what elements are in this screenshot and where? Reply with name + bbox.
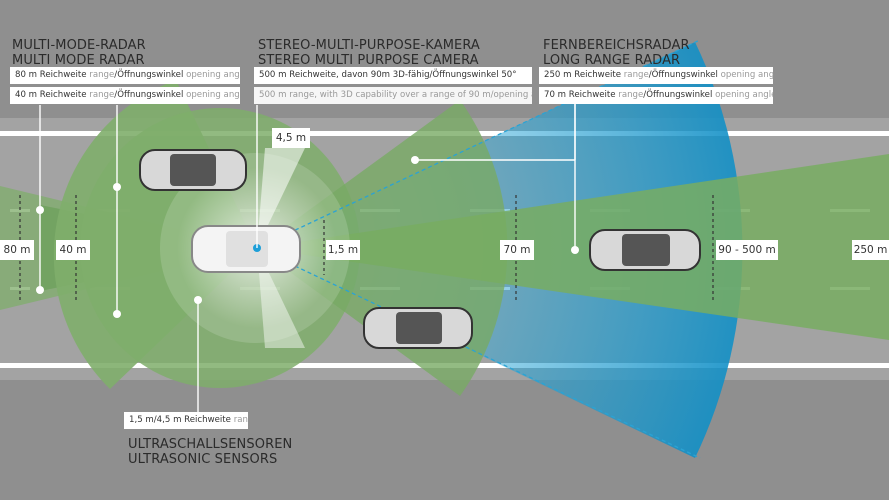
spec-en: opening angle 90° [715, 90, 773, 100]
long-range-radar-spec-1: 250 m Reichweite range/Öffnungswinkel op… [539, 67, 773, 84]
multi-mode-radar-spec-1: 80 m Reichweite range/Öffnungswinkel ope… [10, 67, 240, 84]
distance-label-90-500m: 90 - 500 m [716, 240, 778, 260]
ultrasonic-top [257, 148, 305, 248]
ultrasonic-title-de: ULTRASCHALLSENSOREN [128, 437, 293, 452]
spec-en: opening angle 20° [720, 70, 773, 80]
distance-label-4-5m: 4,5 m [272, 128, 310, 148]
spec-sep: /Öffnungswinkel [648, 70, 721, 80]
distance-label-40m: 40 m [56, 240, 90, 260]
distance-label-1-5m: 1,5 m [326, 240, 360, 260]
ego-car [191, 225, 301, 273]
spec-en: range [89, 90, 115, 100]
stereo-camera-title: STEREO-MULTI-PURPOSE-KAMERA STEREO MULTI… [258, 38, 480, 68]
callout-lines [39, 90, 576, 418]
spec-de: 1,5 m/4,5 m Reichweite [129, 415, 234, 425]
spec-en: opening angle 140° [186, 90, 240, 100]
spec-sep: /Öffnungswinkel [643, 90, 716, 100]
ultrasonic-spec: 1,5 m/4,5 m Reichweite range [124, 412, 248, 429]
spec-en: range [89, 70, 115, 80]
stereo-camera-title-en: STEREO MULTI PURPOSE CAMERA [258, 53, 479, 68]
multi-mode-radar-title-en: MULTI MODE RADAR [12, 53, 145, 68]
spec-de: 250 m Reichweite [544, 70, 624, 80]
multi-mode-radar-title-de: MULTI-MODE-RADAR [12, 38, 146, 53]
distance-label-250m: 250 m [852, 240, 889, 260]
spec-de: 80 m Reichweite [15, 70, 90, 80]
callout-dots [36, 156, 579, 318]
spec-de: 40 m Reichweite [15, 90, 90, 100]
spec-en: range [618, 90, 644, 100]
spec-sep: /Öffnungswinkel [114, 70, 187, 80]
car-bottom-middle [363, 307, 473, 349]
distance-label-80m: 80 m [0, 240, 34, 260]
stereo-camera-spec-2: 500 m range, with 3D capability over a r… [254, 87, 532, 104]
car-front-right [589, 229, 701, 271]
spec-en: range [623, 70, 649, 80]
multi-mode-radar-spec-2: 40 m Reichweite range/Öffnungswinkel ope… [10, 87, 240, 104]
spec-de: 70 m Reichweite [544, 90, 619, 100]
long-range-radar-spec-2: 70 m Reichweite range/Öffnungswinkel ope… [539, 87, 773, 104]
car-top-left [139, 149, 247, 191]
long-range-radar-title: FERNBEREICHSRADAR LONG RANGE RADAR [543, 38, 690, 68]
stereo-camera-spec-1: 500 m Reichweite, davon 90m 3D-fähig/Öff… [254, 67, 532, 84]
spec-en: range [233, 415, 248, 425]
spec-en: opening angle 30° [186, 70, 240, 80]
ultrasonic-title-en: ULTRASONIC SENSORS [128, 452, 278, 467]
multi-mode-radar-title: MULTI-MODE-RADAR MULTI MODE RADAR [12, 38, 146, 68]
distance-label-70m: 70 m [500, 240, 534, 260]
long-range-radar-title-de: FERNBEREICHSRADAR [543, 38, 690, 53]
long-range-radar-title-en: LONG RANGE RADAR [543, 53, 681, 68]
ultrasonic-title: ULTRASCHALLSENSOREN ULTRASONIC SENSORS [128, 437, 292, 467]
spec-sep: /Öffnungswinkel [114, 90, 187, 100]
stereo-camera-title-de: STEREO-MULTI-PURPOSE-KAMERA [258, 38, 480, 53]
